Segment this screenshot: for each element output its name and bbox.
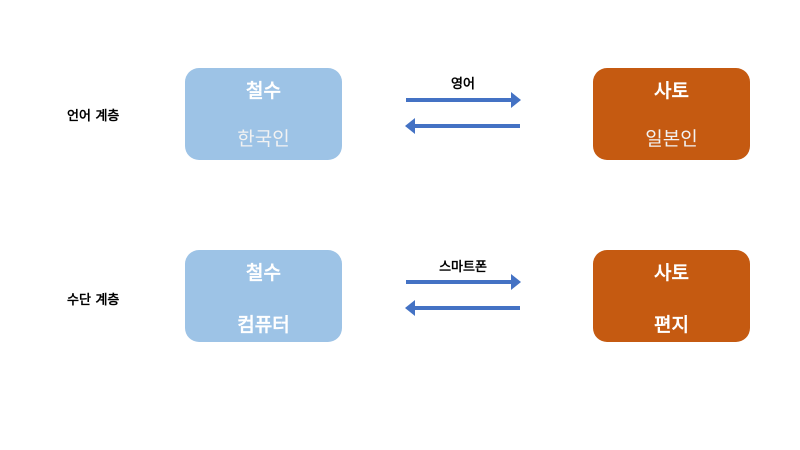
left-node-sub: 한국인 xyxy=(237,128,290,150)
left-node-language: 철수 한국인 xyxy=(185,68,342,160)
right-node-means: 사토 편지 xyxy=(593,250,750,342)
arrow-label-means: 스마트폰 xyxy=(439,260,487,275)
right-node-name: 사토 xyxy=(654,80,689,102)
left-node-name: 철수 xyxy=(246,80,281,102)
arrow-right-language xyxy=(406,92,521,108)
right-node-sub: 편지 xyxy=(654,314,689,336)
right-node-sub: 일본인 xyxy=(645,128,698,150)
arrow-left-means xyxy=(405,300,520,316)
right-node-language: 사토 일본인 xyxy=(593,68,750,160)
left-node-name: 철수 xyxy=(246,262,281,284)
left-node-means: 철수 컴퓨터 xyxy=(185,250,342,342)
right-node-name: 사토 xyxy=(654,262,689,284)
arrow-left-language xyxy=(405,118,520,134)
layer-label-language: 언어 계층 xyxy=(67,109,120,124)
layer-label-means: 수단 계층 xyxy=(67,293,120,308)
arrow-label-language: 영어 xyxy=(451,77,475,92)
arrow-right-means xyxy=(406,274,521,290)
left-node-sub: 컴퓨터 xyxy=(237,314,290,336)
